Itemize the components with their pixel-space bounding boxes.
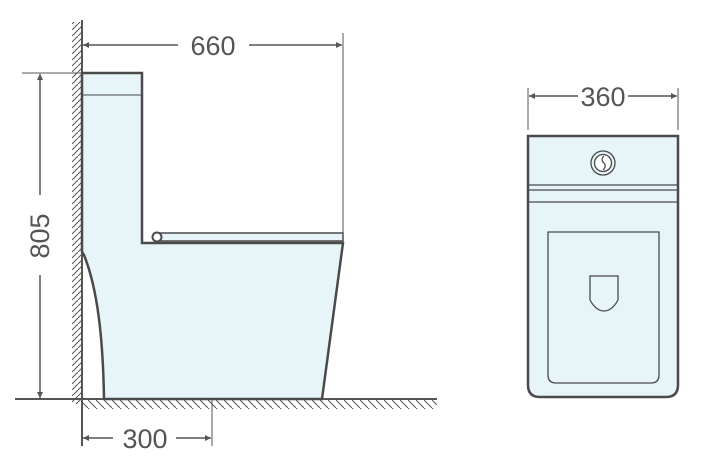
toilet-body: [80, 71, 345, 401]
side-view: 660 805 300: [15, 20, 437, 454]
rough-in-label: 300: [122, 424, 167, 454]
top-view: 360: [526, 82, 680, 399]
seat: [155, 232, 344, 242]
height-label: 805: [25, 213, 55, 258]
wall-hatch: [72, 22, 82, 404]
floor-hatch: [82, 400, 437, 409]
width-label: 360: [580, 82, 625, 112]
seat-hinge: [151, 231, 163, 243]
drain-shield-outline: [589, 275, 619, 312]
seat-outline: [547, 231, 660, 384]
top-view-body: [526, 134, 680, 399]
flush-button-icon: [590, 150, 616, 176]
depth-label: 660: [190, 31, 235, 61]
